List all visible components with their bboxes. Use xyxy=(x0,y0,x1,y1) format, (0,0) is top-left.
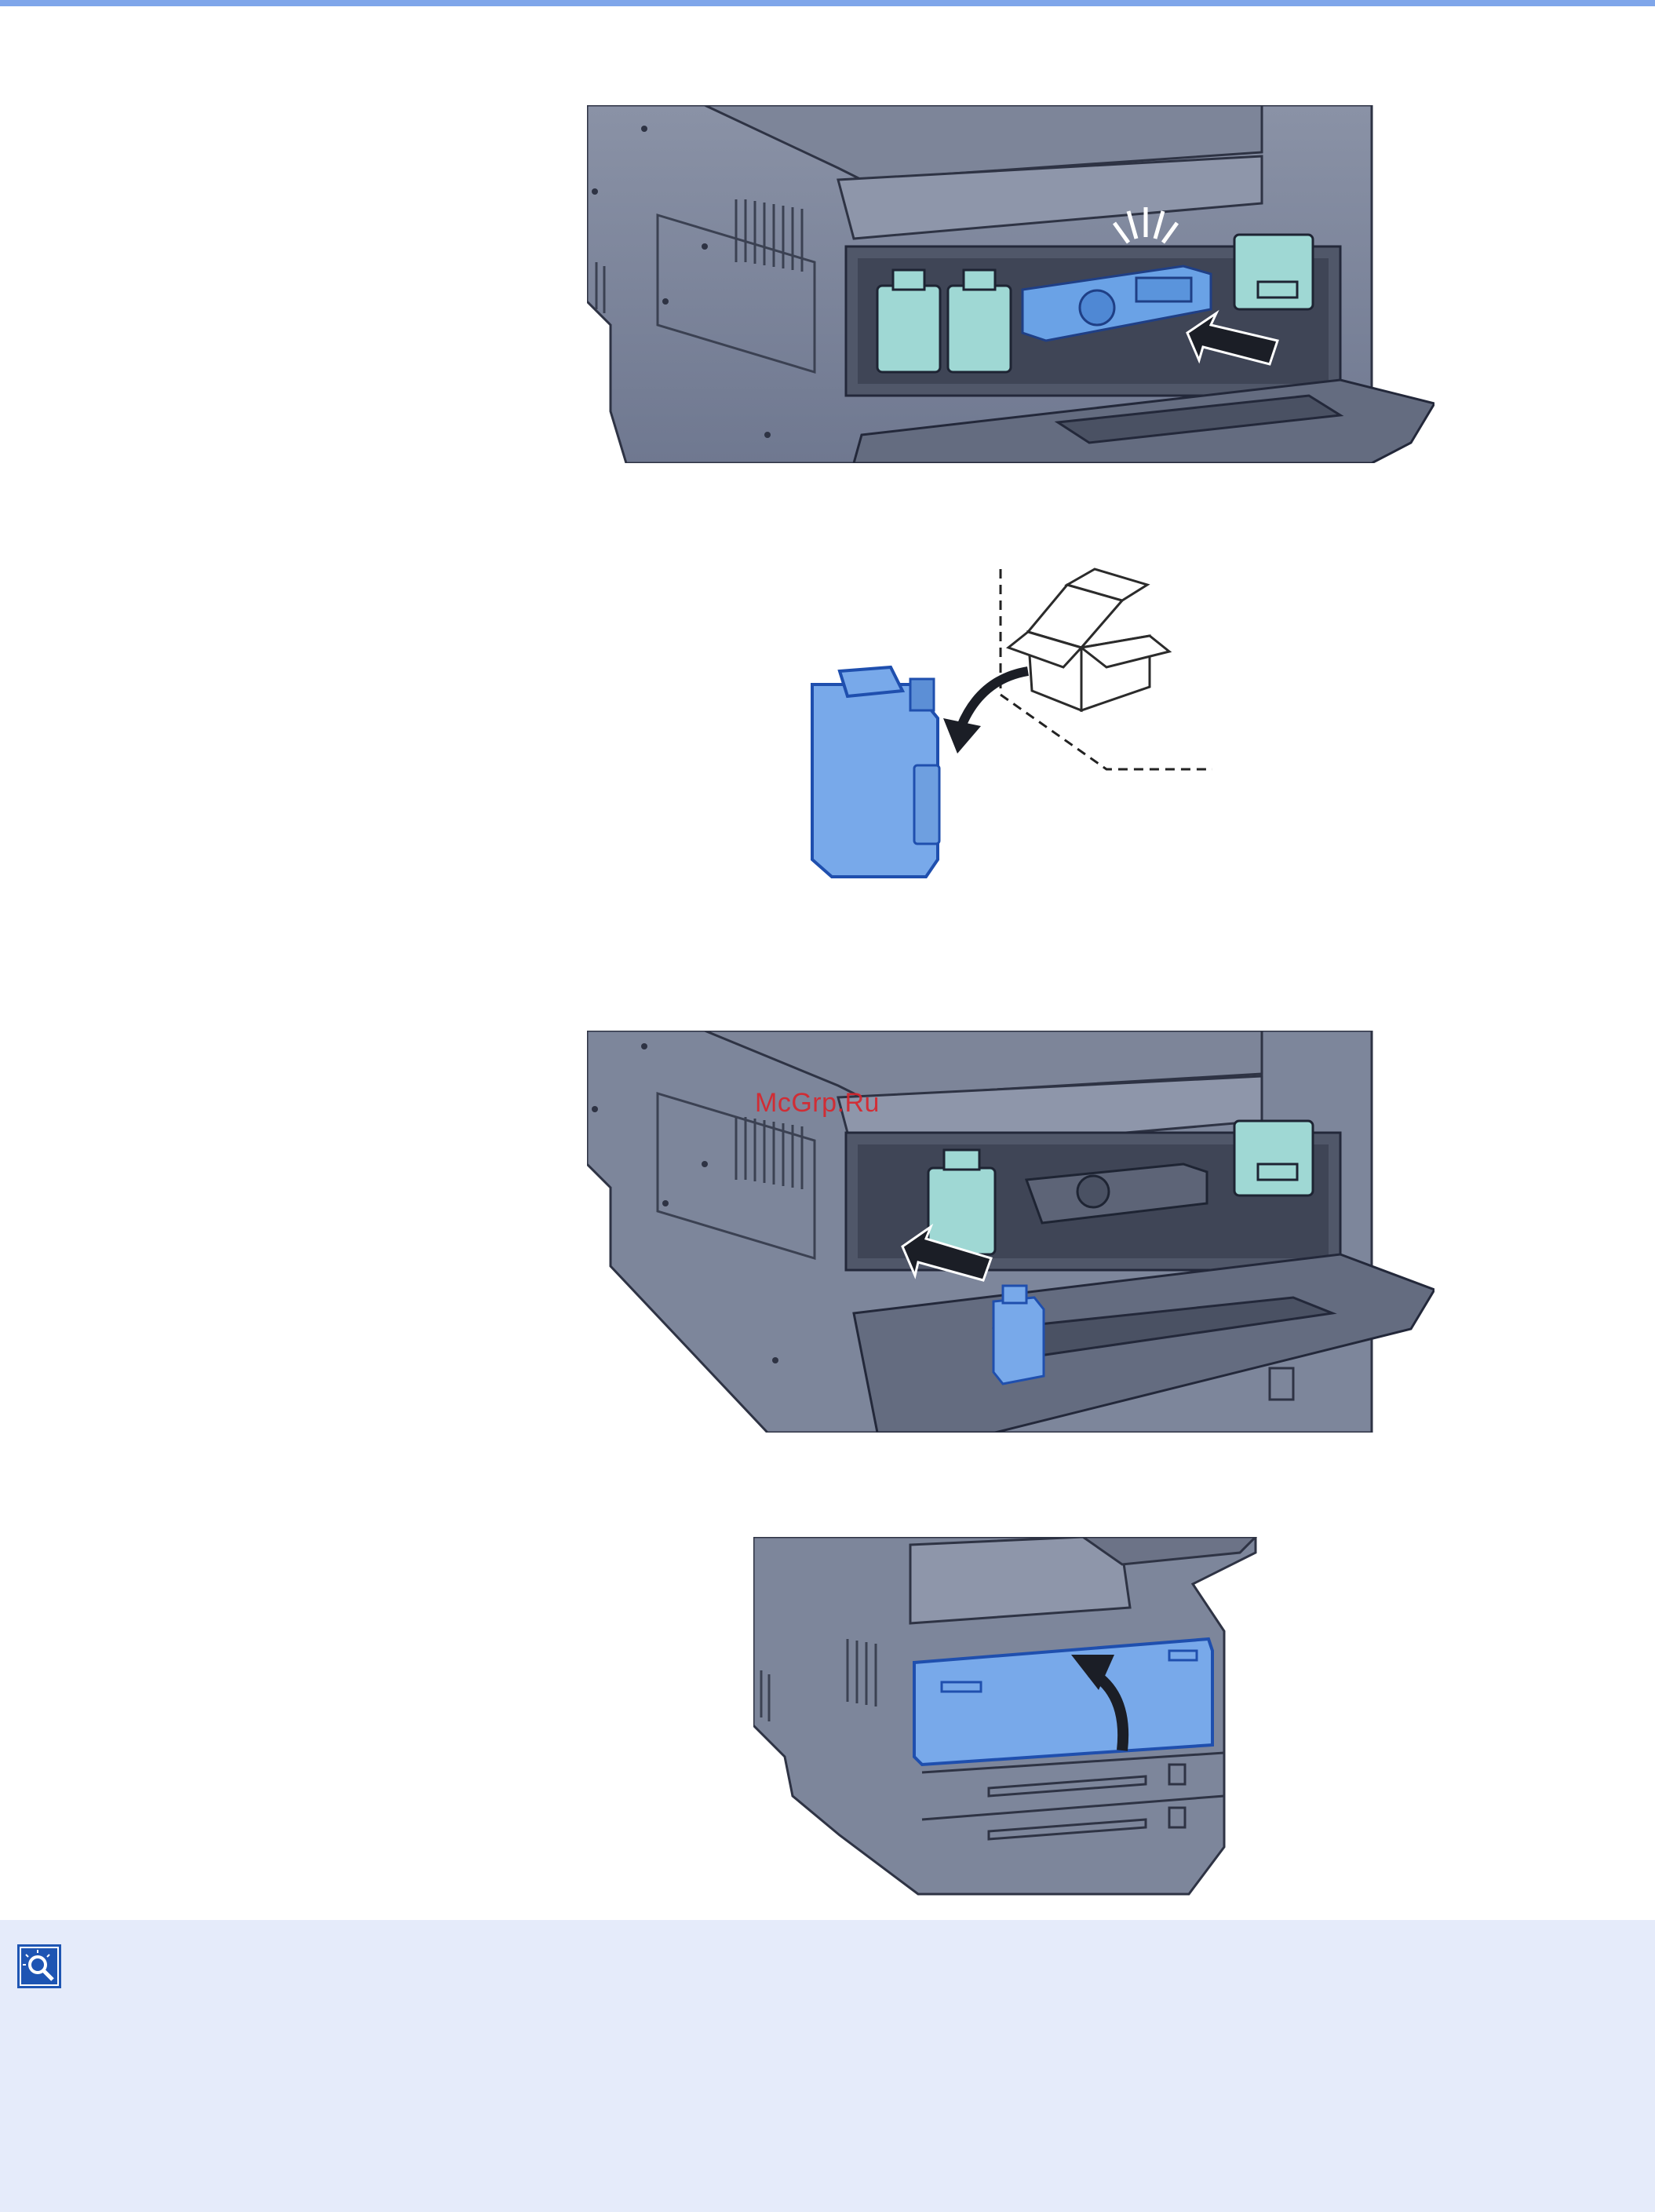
curved-arrow-icon xyxy=(961,671,1028,726)
waste-toner-box-blue xyxy=(812,667,939,877)
top-accent-rule xyxy=(0,0,1655,6)
figure-unpack-waste-toner-box xyxy=(793,561,1216,883)
watermark-text: McGrp.Ru xyxy=(755,1088,880,1119)
figure-insert-waste-toner-box xyxy=(587,1031,1434,1433)
note-panel xyxy=(0,1920,1655,2212)
figure-close-front-cover xyxy=(753,1537,1263,1898)
package-box-icon xyxy=(1008,569,1169,710)
note-icon xyxy=(16,1944,62,1989)
waste-toner-box-blue xyxy=(993,1286,1044,1384)
output-tray xyxy=(910,1537,1130,1623)
figure-insert-toner-container xyxy=(587,105,1434,463)
front-cover-blue xyxy=(914,1639,1212,1765)
